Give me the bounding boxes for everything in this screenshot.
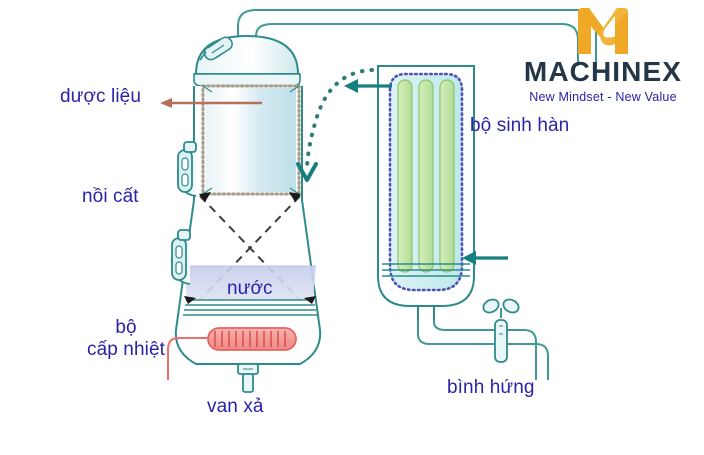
heater-pointer-line: [167, 337, 208, 380]
coolant-out-arrow: [344, 79, 392, 93]
side-clamp-upper: [177, 141, 197, 197]
brand-tagline: New Mindset - New Value: [529, 90, 677, 104]
grate-plate: [183, 296, 317, 316]
drain-valve: [237, 363, 259, 393]
condensate-arrow: [296, 68, 374, 182]
support-cross-lines: [199, 195, 301, 301]
machinex-m-logo-icon: [578, 8, 628, 54]
label-bo-sinh-han: bộ sinh hàn: [470, 115, 570, 136]
label-noi-cat: nồi cất: [82, 186, 139, 207]
receiver-outlet: [417, 320, 549, 380]
label-binh-hung: bình hứng: [447, 377, 535, 398]
coolant-in-arrow: [462, 251, 508, 265]
label-van-xa: van xả: [207, 396, 264, 417]
water-zone: [184, 265, 316, 300]
condenser: [377, 65, 475, 320]
brand-logo: MACHINEX New Mindset - New Value: [505, 6, 701, 106]
heating-coil: [207, 327, 297, 351]
outlet-butterfly-valve: [482, 298, 520, 363]
lid-clamp-icon: [199, 36, 233, 61]
side-clamp-lower: [171, 229, 191, 285]
label-bo-cap-nhiet: bộ cấp nhiệt: [86, 317, 165, 361]
label-nuoc: nước: [227, 278, 273, 299]
label-duoc-lieu: dược liệu: [60, 86, 142, 107]
herb-pointer-arrow: [160, 98, 262, 108]
brand-name: MACHINEX: [523, 56, 683, 87]
condenser-tubes: [397, 79, 455, 273]
condenser-tube-sheet: [382, 263, 470, 277]
cross-arrowheads: [199, 192, 301, 202]
herb-basket: [201, 84, 301, 196]
